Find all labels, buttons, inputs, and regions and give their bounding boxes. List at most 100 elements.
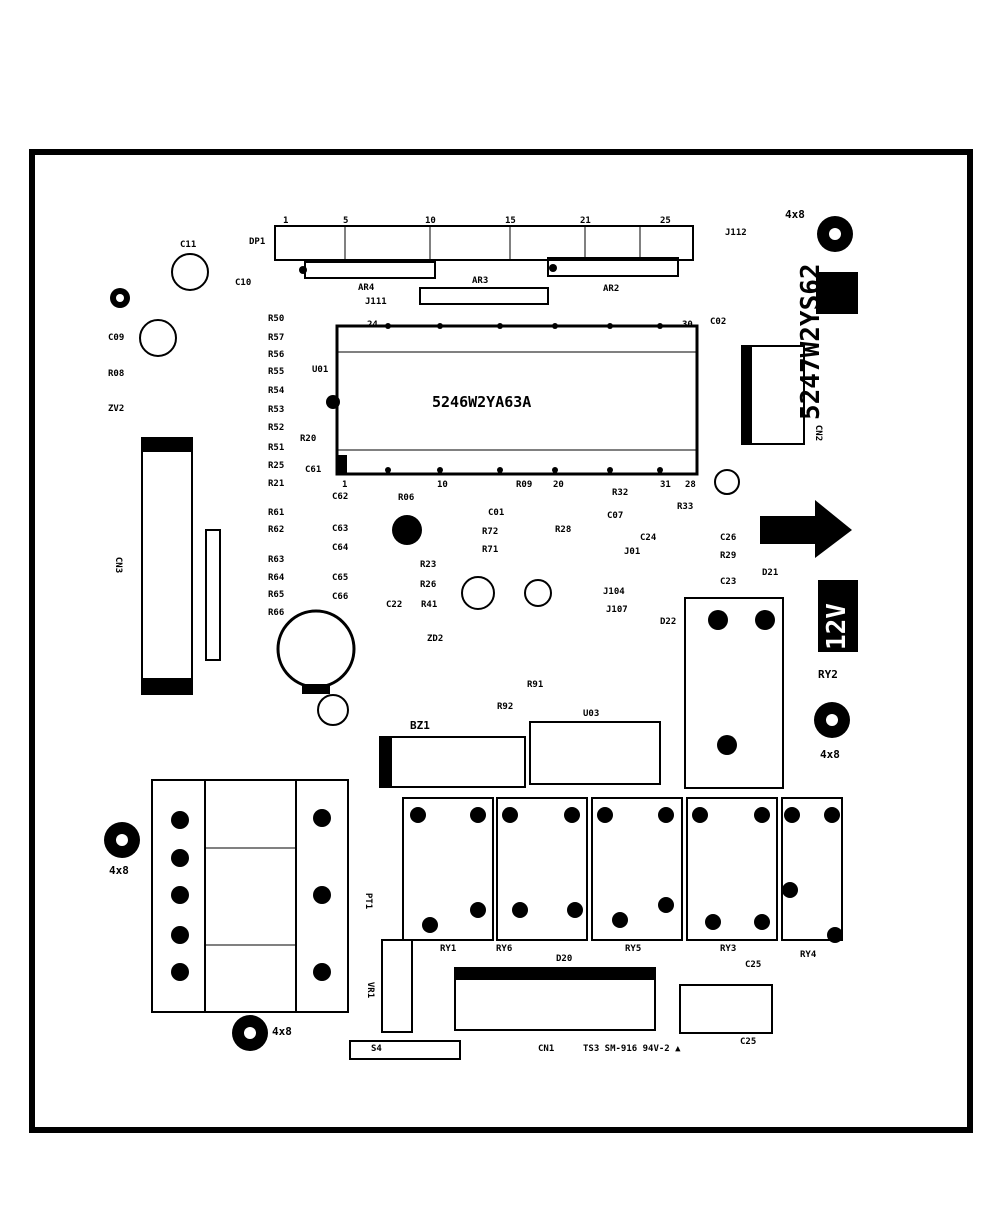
label-r06: R06 (398, 493, 415, 503)
relay-label: RY4 (800, 950, 817, 960)
mount-hole-label: 4x8 (820, 748, 840, 761)
mount-hole-label: 4x8 (272, 1025, 292, 1038)
ic-pin-top: 24 (367, 320, 378, 330)
label-r92: R92 (497, 702, 514, 712)
resistor-label: R55 (268, 367, 285, 377)
dp1-connector (274, 225, 694, 261)
relay-ry2 (684, 597, 784, 789)
label-dp1: DP1 (249, 237, 266, 247)
label-d22: D22 (660, 617, 677, 627)
capacitor-label: C61 (305, 465, 322, 475)
label-c25-cap: C25 (740, 1037, 757, 1047)
label-r09: R09 (516, 480, 533, 490)
label-r28: R28 (555, 525, 572, 535)
ic-pin-bottom: 1 (342, 480, 348, 490)
label-ar4: AR4 (358, 283, 375, 293)
label-r23: R23 (420, 560, 437, 570)
relay-ry5 (591, 797, 683, 941)
resistor-label: R21 (268, 479, 285, 489)
label-c25: C25 (745, 960, 762, 970)
relay-ry3 (686, 797, 778, 941)
label-c22: C22 (386, 600, 403, 610)
resistor-label: R51 (268, 443, 285, 453)
label-c26: C26 (720, 533, 737, 543)
label-d21: D21 (762, 568, 779, 578)
relay-label: RY1 (440, 944, 457, 954)
relay-ry6 (496, 797, 588, 941)
label-j01: J01 (624, 547, 641, 557)
capacitor-label: C62 (332, 492, 349, 502)
label-zv2: ZV2 (108, 404, 125, 414)
resistor-label: R63 (268, 555, 285, 565)
ar4-array (304, 261, 436, 279)
ic-pin-bottom: 10 (437, 480, 448, 490)
label-c10: C10 (235, 278, 252, 288)
label-u03: U03 (583, 709, 600, 719)
label-r33: R33 (677, 502, 694, 512)
label-ar3: AR3 (472, 276, 489, 286)
label-r91: R91 (527, 680, 544, 690)
voltage-box (818, 580, 858, 652)
dp1-pin: 5 (343, 216, 349, 226)
label-d20: D20 (556, 954, 573, 964)
arrow-icon (760, 500, 852, 558)
relay-label: RY3 (720, 944, 737, 954)
mount-hole-label: 4x8 (109, 864, 129, 877)
dp1-pin: 10 (425, 216, 436, 226)
footer-note: TS3 SM-916 94V-2 ▲ (583, 1044, 681, 1054)
relay-ry1 (402, 797, 494, 941)
dp1-pin: 25 (660, 216, 671, 226)
label-c11: C11 (180, 240, 197, 250)
label-s4: S4 (371, 1044, 382, 1054)
buzzer-bz1 (379, 736, 526, 788)
dp1-pin: 1 (283, 216, 289, 226)
label-c24: C24 (640, 533, 657, 543)
ic-pin-top: 30 (682, 320, 693, 330)
relay-label: RY6 (496, 944, 513, 954)
label-c09: C09 (108, 333, 125, 343)
label-u02: U02 (397, 520, 414, 530)
resistor-label: R64 (268, 573, 285, 583)
mounting-holes (104, 216, 853, 1051)
resistor-label: R52 (268, 423, 285, 433)
label-r71: R71 (482, 545, 499, 555)
label-j104: J104 (603, 587, 625, 597)
label-cn3: CN3 (113, 556, 124, 574)
dp1-pin: 15 (505, 216, 516, 226)
resistor-label: R62 (268, 525, 285, 535)
label-c02: C02 (710, 317, 727, 327)
label-u01: U01 (312, 365, 329, 375)
capacitor-label: C65 (332, 573, 349, 583)
label-r08: R08 (108, 369, 125, 379)
capacitor-c05 (276, 609, 356, 689)
label-ar2: AR2 (603, 284, 620, 294)
label-r41: R41 (421, 600, 438, 610)
board-code: 5247W2YS62 (796, 263, 826, 420)
resistor-label: R66 (268, 608, 285, 618)
resistor-label: R54 (268, 386, 285, 396)
relay-label: RY2 (818, 668, 838, 681)
ar3-array (419, 287, 549, 305)
label-r29: R29 (720, 551, 737, 561)
label-pt1: PT1 (363, 892, 374, 910)
label-r72: R72 (482, 527, 499, 537)
transformer-pt1 (151, 779, 349, 1013)
capacitor-label: C64 (332, 543, 349, 553)
label-j112: J112 (725, 228, 747, 238)
main-ic-code: 5246W2YA63A (432, 393, 532, 411)
label-c23: C23 (720, 577, 737, 587)
dp1-pin: 21 (580, 216, 591, 226)
voltage-label: 12V (822, 603, 852, 650)
label-r26: R26 (420, 580, 437, 590)
label-vr1: VR1 (365, 981, 376, 999)
label-c01: C01 (488, 508, 505, 518)
resistor-label: R50 (268, 314, 285, 324)
label-bz1: BZ1 (410, 719, 430, 732)
resistor-label: R57 (268, 333, 285, 343)
label-j111: J111 (365, 297, 387, 307)
label-cn1: CN1 (538, 1044, 555, 1054)
label-c07: C07 (607, 511, 624, 521)
ic-pin-bottom: 31 (660, 480, 671, 490)
capacitor-label: C66 (332, 592, 349, 602)
